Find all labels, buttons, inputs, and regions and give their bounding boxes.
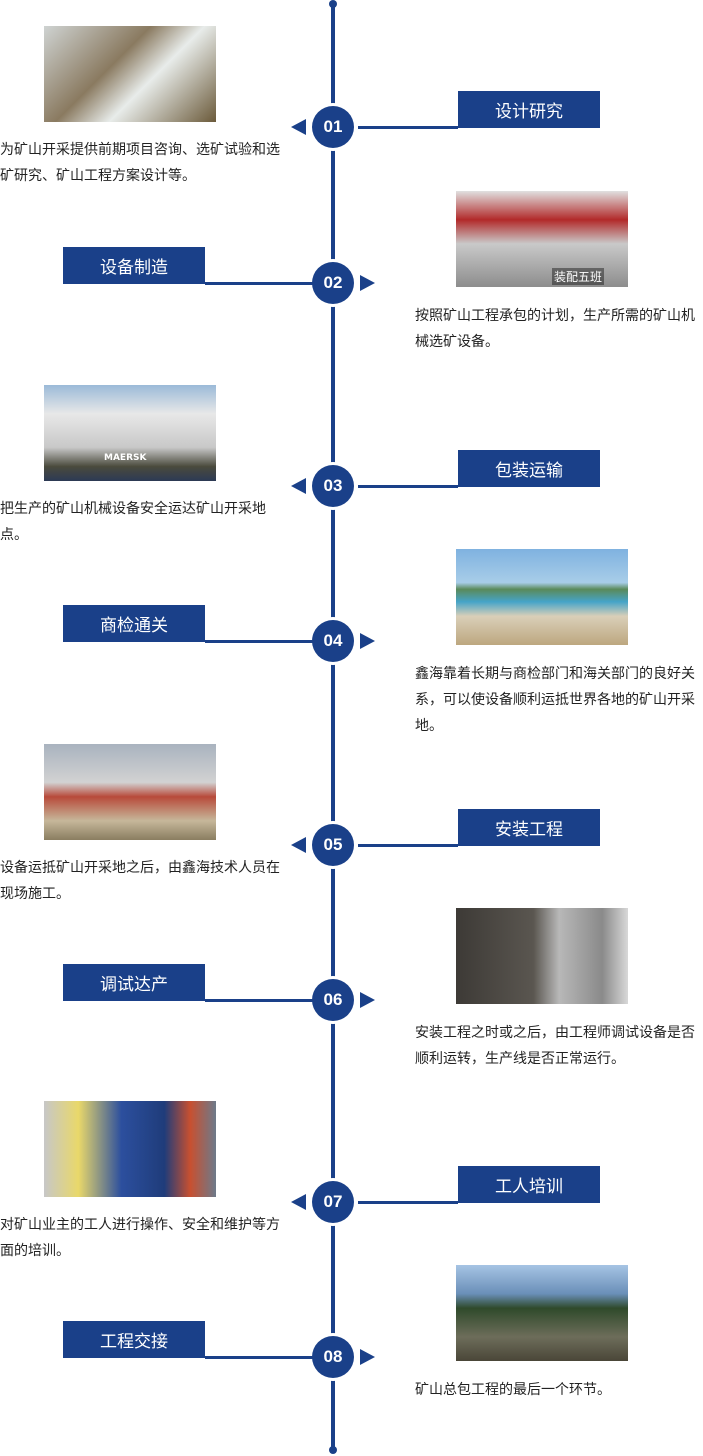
step-title: 设备制造 <box>63 247 205 284</box>
step-title: 包装运输 <box>458 450 600 487</box>
step-number: 07 <box>312 1181 354 1223</box>
step-description: 为矿山开采提供前期项目咨询、选矿试验和选矿研究、矿山工程方案设计等。 <box>0 142 280 184</box>
step-title: 安装工程 <box>458 809 600 846</box>
arrow-left-icon <box>291 837 306 853</box>
arrow-right-icon <box>360 633 375 649</box>
connector-line <box>205 1356 313 1359</box>
step-title: 工人培训 <box>458 1166 600 1203</box>
connector-line <box>358 485 458 488</box>
photo-caption: 装配五班 <box>551 268 604 285</box>
step-description: 按照矿山工程承包的计划，生产所需的矿山机械选矿设备。 <box>415 308 695 350</box>
timeline-start-dot <box>329 0 337 8</box>
step-description: 设备运抵矿山开采地之后，由鑫海技术人员在现场施工。 <box>0 860 280 902</box>
arrow-left-icon <box>291 1194 306 1210</box>
step-description: 把生产的矿山机械设备安全运达矿山开采地点。 <box>0 501 266 543</box>
arrow-left-icon <box>291 119 306 135</box>
step-number: 05 <box>312 824 354 866</box>
step-title: 调试达产 <box>63 964 205 1001</box>
connector-line <box>205 282 313 285</box>
step-photo-ball-mill: 装配五班 <box>456 191 628 287</box>
step-title: 工程交接 <box>63 1321 205 1358</box>
step-description: 鑫海靠着长期与商检部门和海关部门的良好关系，可以使设备顺利运抵世界各地的矿山开采… <box>415 666 695 734</box>
step-description: 矿山总包工程的最后一个环节。 <box>415 1382 611 1398</box>
step-photo-installation <box>44 744 216 840</box>
arrow-right-icon <box>360 275 375 291</box>
connector-line <box>205 999 313 1002</box>
step-photo-training <box>44 1101 216 1197</box>
step-title: 商检通关 <box>63 605 205 642</box>
step-number: 03 <box>312 465 354 507</box>
step-photo-lab-glassware <box>44 26 216 122</box>
step-description: 安装工程之时或之后，由工程师调试设备是否顺利运转，生产线是否正常运行。 <box>415 1025 695 1067</box>
timeline-axis <box>331 4 335 1450</box>
step-number: 08 <box>312 1336 354 1378</box>
arrow-left-icon <box>291 478 306 494</box>
step-number: 01 <box>312 106 354 148</box>
step-number: 04 <box>312 620 354 662</box>
photo-caption: MAERSK <box>104 453 147 463</box>
connector-line <box>358 844 458 847</box>
step-description: 对矿山业主的工人进行操作、安全和维护等方面的培训。 <box>0 1217 280 1259</box>
step-number: 06 <box>312 979 354 1021</box>
step-photo-commissioning <box>456 908 628 1004</box>
arrow-right-icon <box>360 992 375 1008</box>
connector-line <box>358 126 458 129</box>
arrow-right-icon <box>360 1349 375 1365</box>
step-number: 02 <box>312 262 354 304</box>
connector-line <box>205 640 313 643</box>
step-title: 设计研究 <box>458 91 600 128</box>
timeline-end-dot <box>329 1446 337 1454</box>
step-photo-mine-site <box>456 549 628 645</box>
connector-line <box>358 1201 458 1204</box>
step-photo-handover <box>456 1265 628 1361</box>
step-photo-transport: MAERSK <box>44 385 216 481</box>
